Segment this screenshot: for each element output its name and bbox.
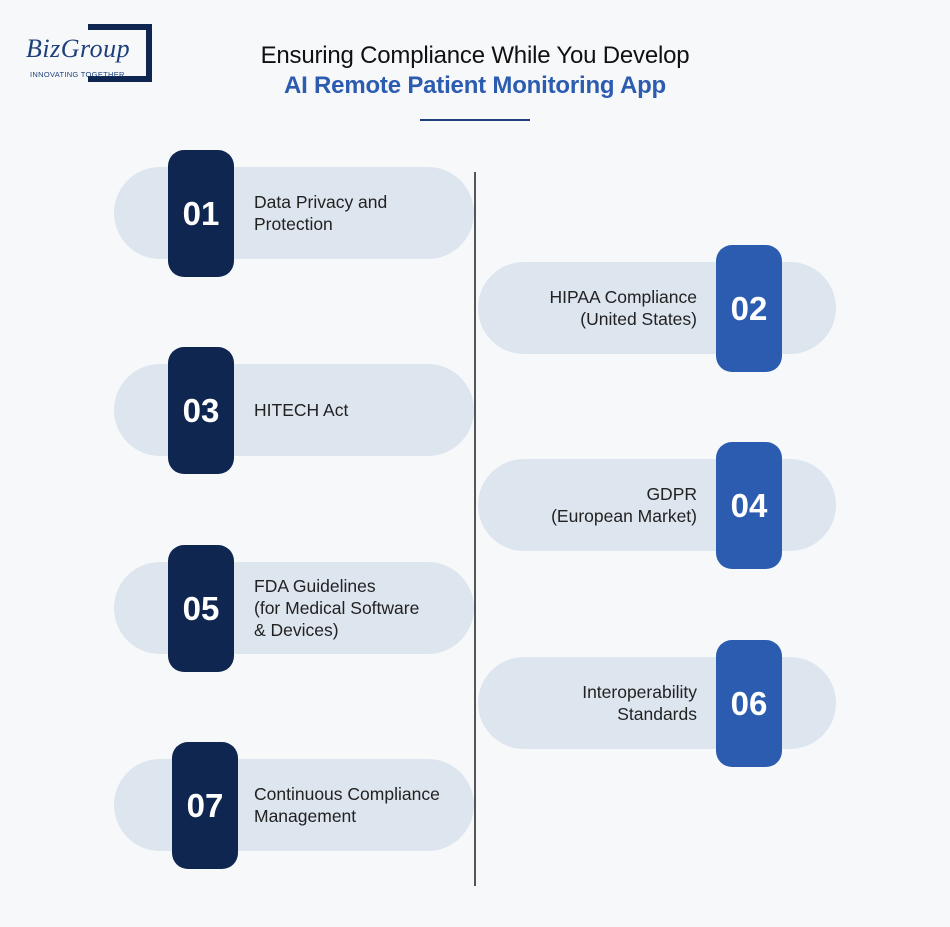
step-badge-02: 02 bbox=[716, 245, 782, 372]
step-label-05: FDA Guidelines (for Medical Software & D… bbox=[254, 576, 420, 640]
step-badge-01: 01 bbox=[168, 150, 234, 277]
step-badge-03: 03 bbox=[168, 347, 234, 474]
logo-frame bbox=[88, 24, 152, 82]
step-badge-06: 06 bbox=[716, 640, 782, 767]
step-label-04: GDPR (European Market) bbox=[551, 484, 697, 526]
logo-tagline: INNOVATING TOGETHER bbox=[30, 70, 125, 79]
bizgroup-logo: BizGroup INNOVATING TOGETHER bbox=[22, 24, 158, 84]
step-badge-04: 04 bbox=[716, 442, 782, 569]
timeline-axis bbox=[474, 172, 476, 886]
step-label-06: Interoperability Standards bbox=[582, 682, 697, 724]
step-badge-05: 05 bbox=[168, 545, 234, 672]
title-underline bbox=[420, 119, 530, 121]
step-label-03: HITECH Act bbox=[254, 400, 349, 420]
logo-wordmark: BizGroup bbox=[26, 34, 133, 64]
step-label-02: HIPAA Compliance (United States) bbox=[549, 287, 697, 329]
page-subtitle: AI Remote Patient Monitoring App bbox=[283, 72, 667, 99]
step-label-01: Data Privacy and Protection bbox=[254, 192, 388, 234]
step-label-07: Continuous Compliance Management bbox=[254, 784, 440, 826]
step-badge-07: 07 bbox=[172, 742, 238, 869]
page-title: Ensuring Compliance While You Develop bbox=[260, 42, 690, 69]
